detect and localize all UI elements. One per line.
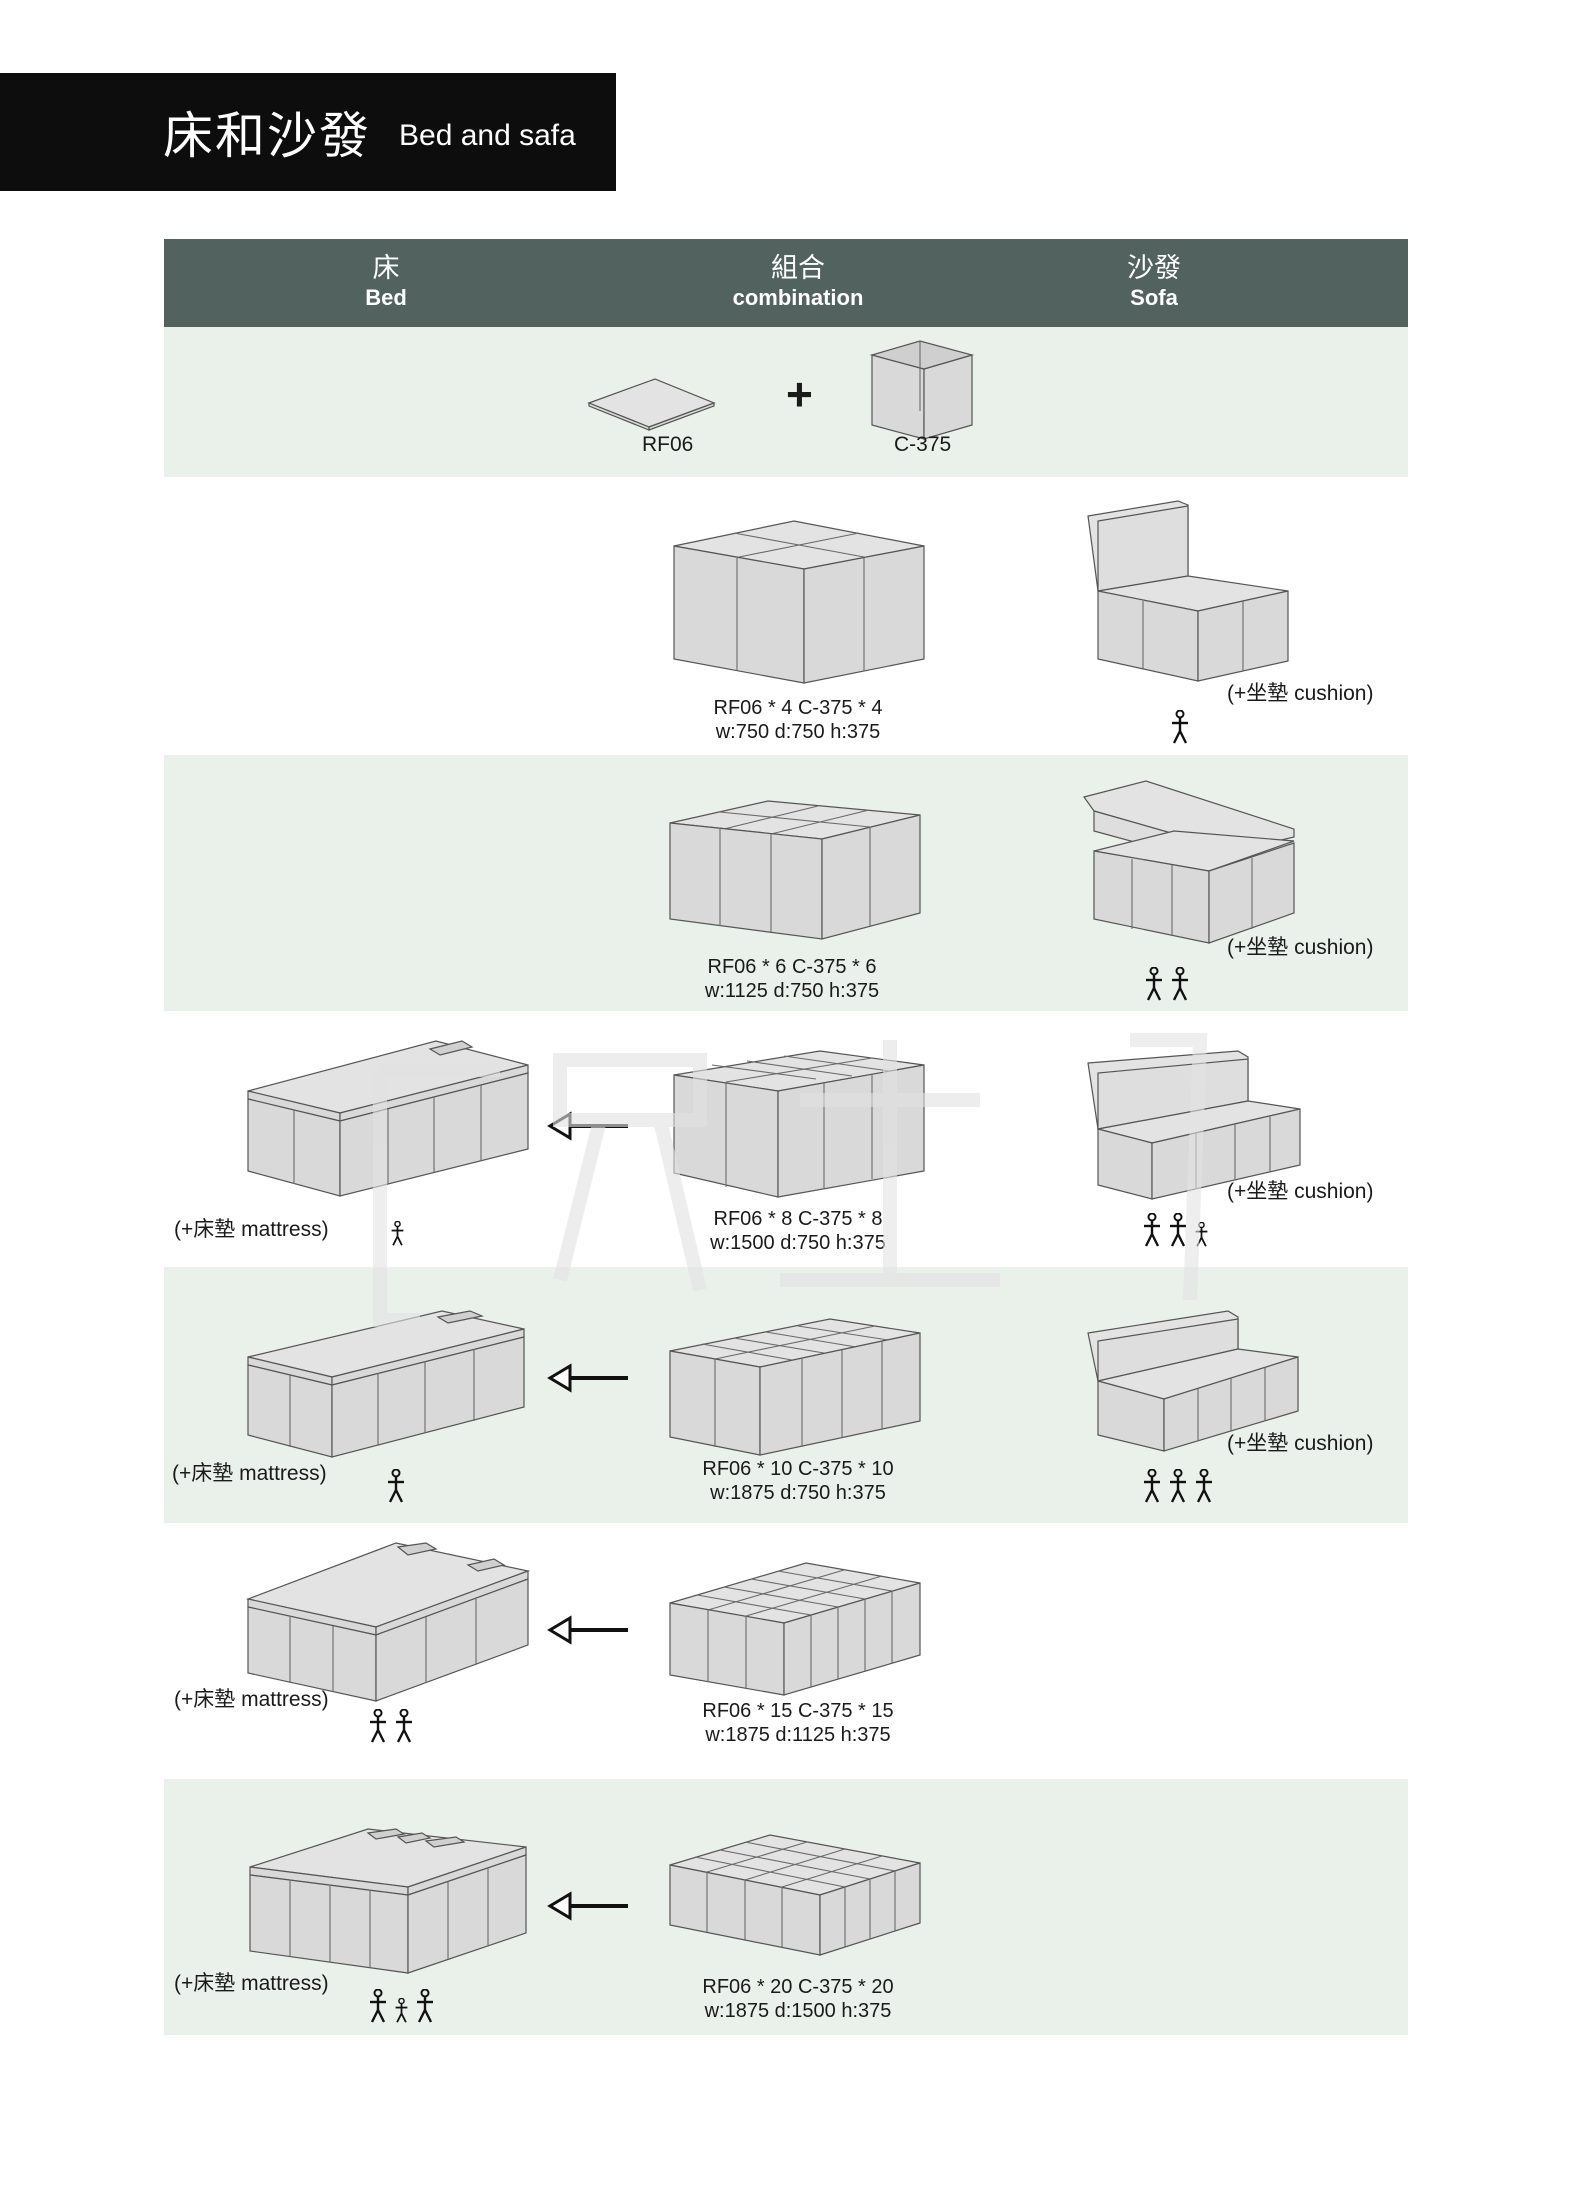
person-icon (1170, 966, 1190, 1006)
person-icon (1144, 966, 1164, 1006)
sofa-single-image (1087, 500, 1289, 682)
person-icon (368, 1988, 388, 2028)
person-icon (394, 1708, 414, 1748)
cube-c375-image (869, 340, 975, 440)
cushion-note: (+坐墊 cushion) (1227, 1180, 1374, 1203)
person-icon (390, 1220, 405, 1251)
person-icon (1194, 1468, 1214, 1508)
row-combo-8: (+坐墊 cushion) (+床墊 mattress) RF06 * 8 C-… (164, 1011, 1408, 1267)
combo-6-block-image (669, 800, 921, 940)
bed-double-image (245, 1542, 531, 1702)
combo-4-block-image (673, 520, 925, 684)
people-1 (1170, 709, 1190, 749)
combo-15-block-image (669, 1562, 921, 1696)
mattress-note: (+床墊 mattress) (174, 1688, 329, 1711)
person-icon (1170, 709, 1190, 749)
person-icon (1142, 1468, 1162, 1508)
label-rf06: RF06 (642, 433, 694, 456)
person-icon (415, 1988, 435, 2028)
people-3 (1142, 1212, 1209, 1252)
section-title-bar: 床和沙發 Bed and safa (0, 73, 616, 191)
bed-single-image (247, 1040, 529, 1197)
arrow-left-icon (547, 1363, 628, 1393)
people-bed-3 (368, 1988, 435, 2028)
arrow-left-icon (547, 1111, 628, 1141)
sofa-double-image (1083, 780, 1295, 944)
title-english: Bed and safa (399, 119, 576, 152)
bed-triple-image (249, 1828, 527, 1974)
row-combo-10: (+坐墊 cushion) (+床墊 mattress) RF06 * 10 C… (164, 1267, 1408, 1523)
combo-8-block-image (673, 1050, 925, 1198)
cushion-note: (+坐墊 cushion) (1227, 682, 1374, 705)
plus-sign: + (786, 368, 813, 420)
arrow-left-icon (547, 1615, 628, 1645)
person-icon (1168, 1212, 1188, 1252)
sofa-quad-image (1087, 1310, 1299, 1452)
title-chinese: 床和沙發 (163, 107, 371, 165)
person-icon (1194, 1221, 1209, 1252)
person-icon (386, 1468, 406, 1508)
row-base-components: + RF06 C-375 (164, 327, 1408, 477)
cushion-note: (+坐墊 cushion) (1227, 936, 1374, 959)
mattress-note: (+床墊 mattress) (174, 1972, 329, 1995)
people-2 (1144, 966, 1190, 1006)
mattress-note: (+床墊 mattress) (172, 1462, 327, 1485)
person-icon (368, 1708, 388, 1748)
people-3 (1142, 1468, 1214, 1508)
board-rf06-image (587, 378, 716, 431)
bed-single-long-image (247, 1310, 525, 1458)
combo-10-block-image (669, 1318, 921, 1456)
people-bed-1 (390, 1220, 405, 1251)
label-c375: C-375 (894, 433, 952, 456)
people-bed-1 (386, 1468, 406, 1508)
person-icon (1168, 1468, 1188, 1508)
people-bed-2 (368, 1708, 414, 1748)
person-icon (1142, 1212, 1162, 1252)
arrow-left-icon (547, 1891, 628, 1921)
person-icon (394, 1997, 409, 2028)
mattress-note: (+床墊 mattress) (174, 1218, 329, 1241)
combo-20-block-image (669, 1834, 921, 1956)
cushion-note: (+坐墊 cushion) (1227, 1432, 1374, 1455)
